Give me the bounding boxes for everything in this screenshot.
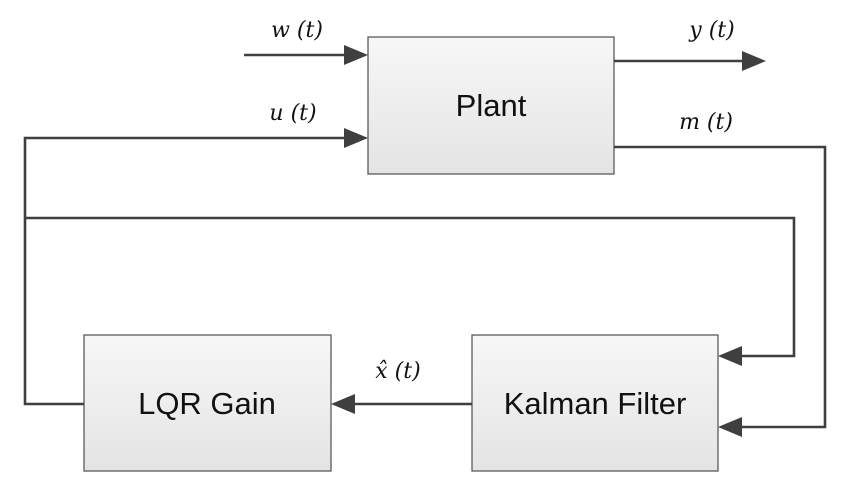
plant-label: Plant <box>456 88 527 123</box>
state-estimate-wire <box>331 394 472 414</box>
signal-label-m: m (t) <box>679 110 733 135</box>
lqr-gain-label: LQR Gain <box>138 386 276 421</box>
output-y-wire <box>614 51 766 71</box>
control-input-wire <box>23 128 368 406</box>
signal-label-x-hat: x̂ (t) <box>375 359 420 384</box>
signal-label-w: w (t) <box>271 18 323 43</box>
control-to-kalman-arrowhead <box>718 346 742 366</box>
kalman-filter-block[interactable]: Kalman Filter <box>471 334 719 472</box>
plant-block-box <box>367 36 615 175</box>
lqr-gain-block[interactable]: LQR Gain <box>83 334 332 472</box>
signal-label-u: u (t) <box>269 101 316 126</box>
kalman-filter-label: Kalman Filter <box>504 386 687 421</box>
plant-block[interactable]: Plant <box>367 36 615 175</box>
control-to-kalman-wire <box>25 216 796 366</box>
state-estimate-arrowhead <box>331 394 355 414</box>
disturbance-input-wire <box>244 45 368 65</box>
disturbance-arrowhead <box>344 45 368 65</box>
measurement-arrowhead <box>718 417 742 437</box>
lqr-gain-block-box <box>83 334 332 472</box>
control-input-arrowhead <box>344 128 368 148</box>
kalman-filter-block-box <box>471 334 719 472</box>
signal-label-y: y (t) <box>688 18 734 43</box>
output-y-arrowhead <box>742 51 766 71</box>
measurement-wire <box>614 145 827 437</box>
